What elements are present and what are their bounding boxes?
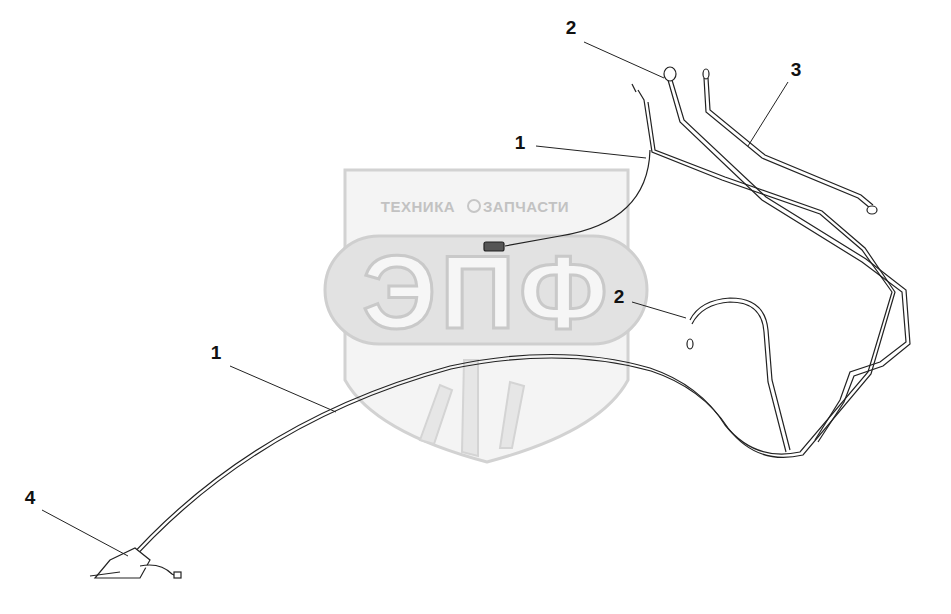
watermark-shield [345, 170, 628, 462]
callout-number: 2 [614, 286, 625, 308]
leader-line [748, 82, 788, 146]
callout-number: 4 [25, 487, 36, 509]
ring-terminal [664, 67, 676, 81]
connector [174, 572, 181, 578]
leader-line [42, 510, 128, 556]
watermark-band [325, 236, 647, 344]
ring-terminal [703, 69, 709, 79]
callout-number: 1 [211, 342, 222, 364]
sensor-lead [140, 565, 176, 576]
leader-line [584, 42, 664, 78]
watermark-text: ТЕХНИКА [381, 198, 455, 215]
watermark-text: ЗАПЧАСТИ [483, 198, 569, 215]
watermark-gear [468, 200, 480, 212]
leader-lines [42, 42, 788, 556]
ring-terminal [867, 206, 877, 214]
terminals [90, 67, 877, 578]
callout-number: 3 [791, 59, 802, 81]
callout-number: 1 [515, 132, 526, 154]
callout-number: 2 [566, 17, 577, 39]
wires [122, 78, 910, 569]
leader-line [230, 366, 336, 412]
ring-terminal [687, 339, 693, 349]
watermark-wheat [420, 360, 524, 456]
leader-line [536, 146, 646, 158]
leader-line [632, 302, 686, 318]
watermark-logo: ЭПФ [362, 240, 612, 344]
bracket-arm [90, 572, 120, 576]
